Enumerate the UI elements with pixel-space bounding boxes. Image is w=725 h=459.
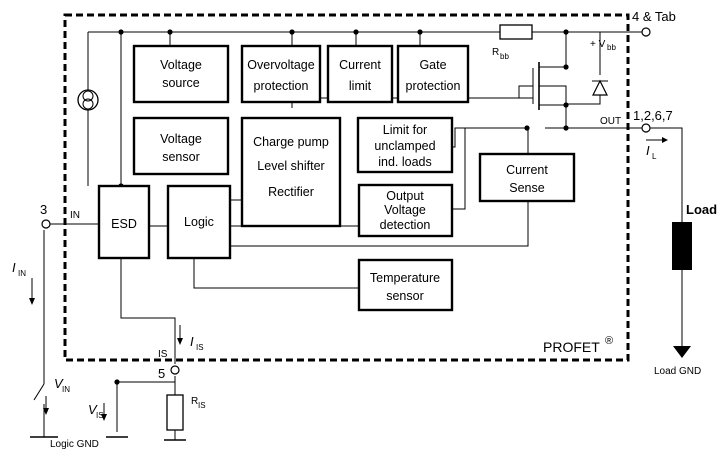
svg-text:source: source bbox=[162, 76, 200, 90]
svg-text:Temperature: Temperature bbox=[370, 271, 440, 285]
vis-label: V IS bbox=[88, 382, 128, 438]
svg-text:Output: Output bbox=[386, 189, 424, 203]
block-voltage-sensor: Voltage sensor bbox=[132, 116, 230, 176]
svg-text:sensor: sensor bbox=[162, 150, 200, 164]
svg-text:bb: bb bbox=[607, 43, 616, 52]
svg-text:Rectifier: Rectifier bbox=[268, 185, 314, 199]
out-pins-label: 1,2,6,7 bbox=[633, 108, 673, 123]
svg-text:IS: IS bbox=[198, 401, 206, 410]
svg-text:+ V: + V bbox=[590, 39, 606, 50]
svg-text:Charge pump: Charge pump bbox=[253, 135, 329, 149]
block-logic: Logic bbox=[166, 184, 232, 260]
pin-vbb bbox=[641, 27, 651, 37]
body-diode-symbol bbox=[592, 79, 608, 96]
pin-in-number: 3 bbox=[40, 202, 47, 217]
il-arrow: I L bbox=[646, 137, 668, 161]
block-charge-pump: Charge pump Level shifter Rectifier bbox=[240, 116, 342, 228]
out-label: OUT bbox=[600, 116, 621, 127]
svg-text:Overvoltage: Overvoltage bbox=[247, 58, 314, 72]
block-esd: ESD bbox=[97, 184, 151, 260]
block-temperature-sensor: Temperature sensor bbox=[357, 258, 454, 312]
svg-text:Current: Current bbox=[339, 58, 381, 72]
iis-arrow: I IS bbox=[177, 325, 204, 352]
svg-text:ESD: ESD bbox=[111, 217, 137, 231]
block-limit-unclamped: Limit for unclamped ind. loads bbox=[356, 116, 454, 174]
rbb-label: R bb bbox=[492, 47, 509, 61]
load-label: Load bbox=[686, 202, 717, 217]
block-voltage-source: Voltage source bbox=[132, 44, 230, 104]
svg-text:IS: IS bbox=[96, 411, 104, 420]
current-source-symbol bbox=[77, 89, 99, 111]
vbb-label: + V bb bbox=[590, 39, 616, 52]
svg-text:ind. loads: ind. loads bbox=[378, 155, 432, 169]
chip-boundary bbox=[63, 13, 630, 362]
svg-text:Level shifter: Level shifter bbox=[257, 159, 324, 173]
svg-text:IN: IN bbox=[18, 269, 26, 278]
svg-text:Voltage: Voltage bbox=[160, 132, 202, 146]
block-current-sense: Current Sense bbox=[478, 152, 576, 203]
svg-text:protection: protection bbox=[254, 79, 309, 93]
block-overvoltage-protection: Overvoltage protection bbox=[240, 44, 322, 104]
vin-label: V IN bbox=[43, 376, 70, 415]
svg-text:protection: protection bbox=[406, 79, 461, 93]
svg-text:Voltage: Voltage bbox=[384, 203, 426, 217]
ris-resistor bbox=[166, 394, 184, 431]
svg-text:Sense: Sense bbox=[509, 181, 544, 195]
svg-text:V: V bbox=[54, 376, 64, 391]
pin-in bbox=[41, 219, 51, 229]
svg-text:bb: bb bbox=[500, 52, 509, 61]
svg-text:unclamped: unclamped bbox=[374, 139, 435, 153]
svg-text:Logic: Logic bbox=[184, 215, 214, 229]
svg-text:Limit for: Limit for bbox=[383, 123, 427, 137]
pin-tab-label: 4 & Tab bbox=[632, 9, 676, 24]
svg-text:L: L bbox=[652, 152, 657, 161]
svg-text:Voltage: Voltage bbox=[160, 58, 202, 72]
iin-arrow: I IN bbox=[12, 260, 35, 305]
is-label: IS bbox=[158, 349, 168, 360]
svg-text:Gate: Gate bbox=[419, 58, 446, 72]
rbb-resistor bbox=[499, 24, 533, 40]
profet-label: PROFET ® bbox=[543, 335, 613, 355]
svg-text:I: I bbox=[190, 334, 194, 349]
svg-text:®: ® bbox=[605, 335, 613, 347]
load-gnd-label: Load GND bbox=[654, 366, 701, 377]
svg-text:IS: IS bbox=[196, 343, 204, 352]
logic-gnd-label: Logic GND bbox=[50, 439, 99, 450]
svg-text:IN: IN bbox=[62, 385, 70, 394]
block-gate-protection: Gate protection bbox=[396, 44, 470, 104]
pin-is bbox=[170, 365, 180, 375]
load-gnd-symbol bbox=[673, 346, 691, 358]
block-output-voltage-detection: Output Voltage detection bbox=[357, 183, 454, 238]
block-current-limit: Current limit bbox=[326, 44, 394, 104]
load-resistor bbox=[672, 222, 692, 270]
svg-text:limit: limit bbox=[349, 79, 372, 93]
svg-text:I: I bbox=[12, 260, 16, 275]
svg-text:R: R bbox=[191, 396, 198, 407]
in-label: IN bbox=[70, 210, 80, 221]
svg-text:I: I bbox=[646, 143, 650, 158]
svg-text:sensor: sensor bbox=[386, 289, 424, 303]
pin-is-number: 5 bbox=[158, 366, 165, 381]
pin-out bbox=[641, 123, 651, 133]
svg-text:R: R bbox=[492, 47, 499, 58]
ris-label: R IS bbox=[191, 396, 206, 410]
svg-text:V: V bbox=[88, 402, 98, 417]
svg-text:Current: Current bbox=[506, 163, 548, 177]
svg-text:PROFET: PROFET bbox=[543, 339, 600, 355]
svg-text:detection: detection bbox=[380, 218, 431, 232]
